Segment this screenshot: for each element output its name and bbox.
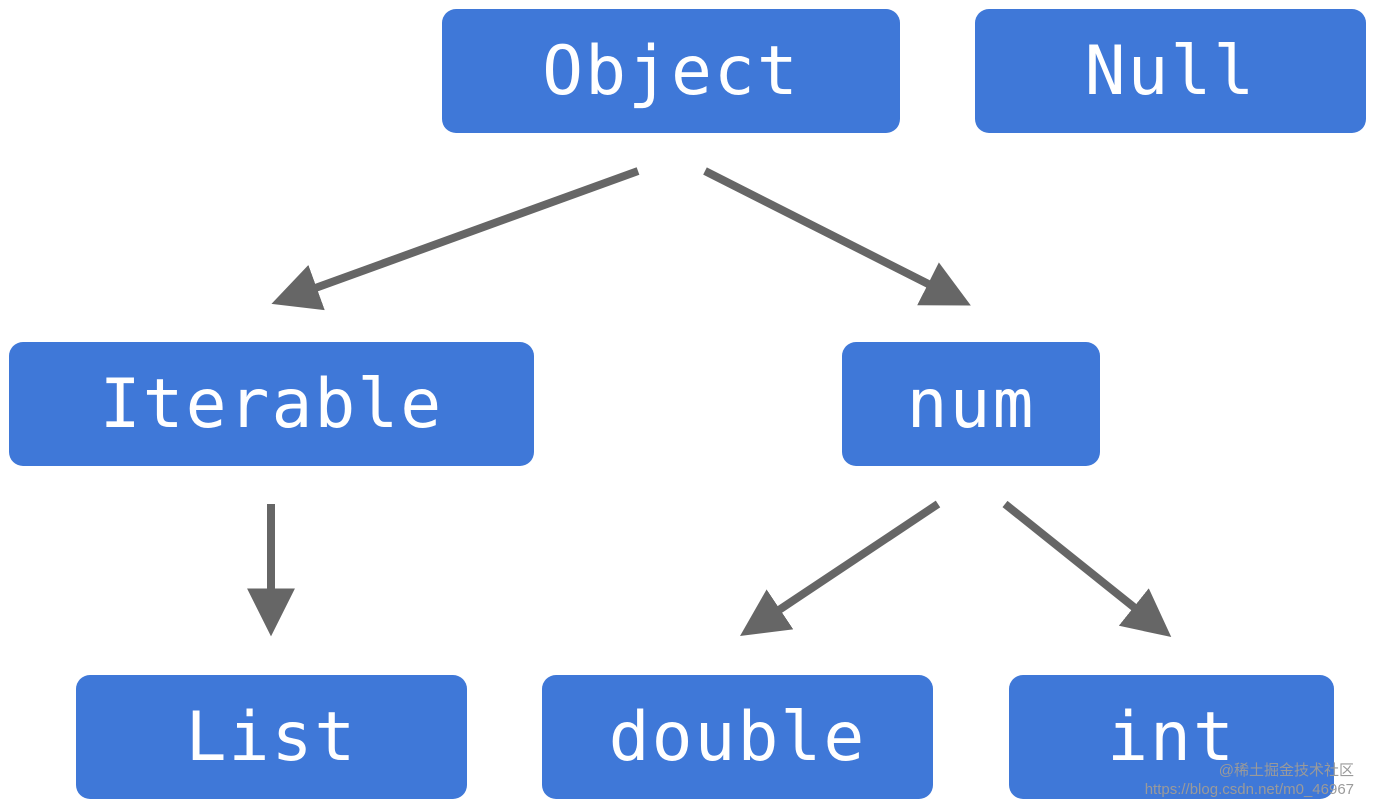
node-null: Null <box>975 9 1366 133</box>
node-double: double <box>542 675 933 799</box>
watermark-line2: https://blog.csdn.net/m0_46967 <box>1144 781 1354 798</box>
node-int: int <box>1009 675 1334 799</box>
edge-num-double <box>740 500 941 636</box>
node-object: Object <box>442 9 900 133</box>
edge-num-int <box>1002 500 1172 637</box>
node-num: num <box>842 342 1100 466</box>
edge-object-iterable <box>271 167 640 311</box>
watermark: @稀土掘金技术社区 https://blog.csdn.net/m0_46967 <box>1145 761 1354 799</box>
node-list: List <box>76 675 467 799</box>
watermark-line1: @稀土掘金技术社区 <box>1218 762 1354 779</box>
edge-object-num <box>703 167 971 306</box>
node-iterable: Iterable <box>9 342 534 466</box>
